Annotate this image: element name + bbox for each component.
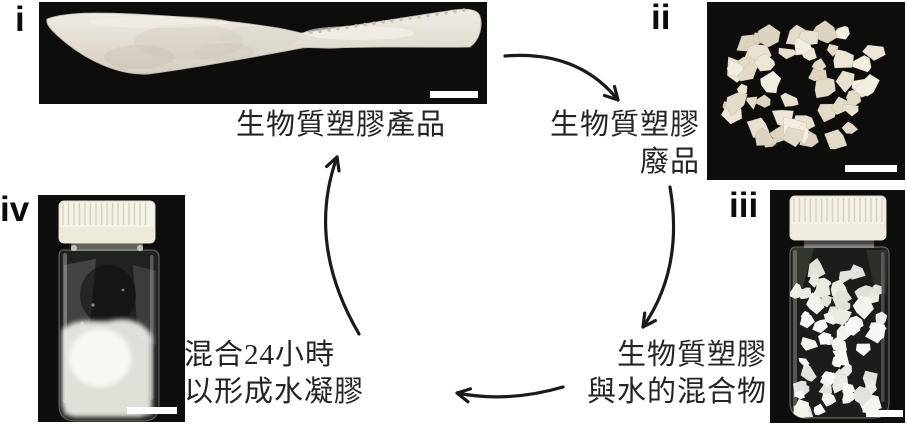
caption-ii-line1: 生物質塑膠: [549, 109, 700, 141]
arrow-iv-to-i-icon: [323, 155, 361, 336]
caption-iv-line2: 以形成水凝膠: [184, 376, 365, 408]
caption-iii-line2: 與水的混合物: [586, 376, 767, 408]
panel-label-iii: iii: [729, 186, 759, 225]
caption-iii: 生物質塑膠 與水的混合物: [563, 337, 767, 411]
scale-bar-i: [430, 91, 478, 98]
photo-panel-ii: [707, 2, 905, 180]
caption-i-line1: 生物質塑膠產品: [235, 109, 446, 141]
vial-neck: [804, 237, 874, 248]
vial-neck: [71, 241, 143, 251]
caption-iii-line1: 生物質塑膠: [616, 339, 767, 371]
photo-panel-iv: [38, 195, 185, 422]
caption-ii-line2: 廢品: [639, 146, 700, 178]
photo-panel-iii: [770, 190, 905, 423]
bioplastic-knife-image: [46, 8, 482, 75]
bioplastic-waste-chunks-image: [720, 20, 897, 172]
scale-bar-ii: [845, 165, 897, 172]
panel-label-iv: iv: [0, 190, 30, 229]
arrow-iii-to-iv-icon: [455, 385, 565, 404]
arrow-ii-to-iii-icon: [641, 185, 676, 329]
vial-mixture-image: [789, 195, 903, 419]
knife-handle-beads: [309, 8, 466, 35]
caption-i: 生物質塑膠產品: [204, 107, 478, 144]
scale-bar-iv: [127, 407, 177, 414]
scale-bar-iii: [866, 410, 903, 417]
vial-hydrogel-image: [58, 200, 177, 422]
hydrogel-blob: [62, 319, 152, 417]
caption-iv: 混合24小時 以形成水凝膠: [184, 337, 414, 411]
vial-cap: [58, 200, 156, 244]
caption-ii: 生物質塑膠 廢品: [498, 107, 700, 181]
arrow-i-to-ii-icon: [503, 53, 620, 102]
panel-label-i: i: [15, 0, 25, 39]
caption-iv-line1: 混合24小時: [184, 339, 336, 371]
photo-panel-i: [39, 2, 487, 104]
vial-cap: [789, 195, 887, 241]
panel-label-ii: ii: [651, 0, 671, 37]
